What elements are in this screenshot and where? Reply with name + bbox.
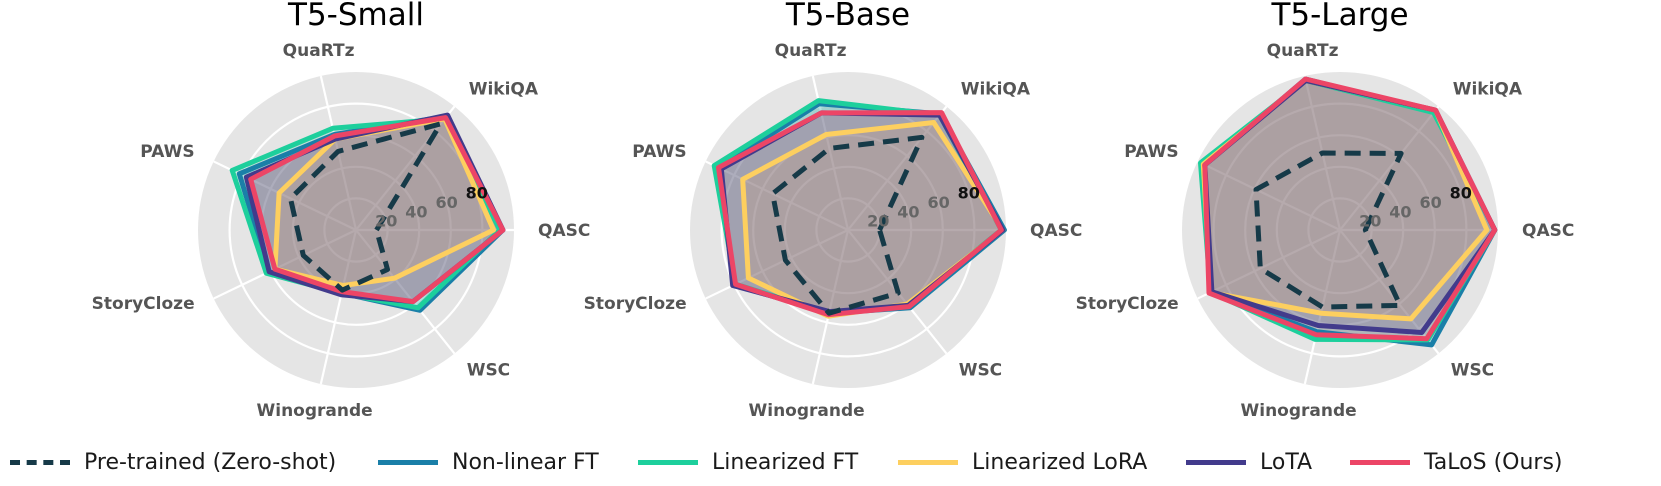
legend-label: LoTA	[1260, 449, 1313, 475]
axis-label-winogrande: Winogrande	[257, 401, 373, 421]
axis-label-qasc: QASC	[1030, 221, 1082, 241]
axis-label-storycloze: StoryCloze	[1076, 294, 1179, 314]
radar-spoke	[811, 229, 850, 385]
radar-spoke	[705, 229, 849, 300]
axis-label-paws: PAWS	[1124, 142, 1178, 162]
radar-spoke	[1339, 105, 1440, 231]
radar-spoke	[1197, 160, 1341, 231]
legend-swatch	[378, 459, 438, 465]
radar-spoke	[1197, 229, 1341, 300]
axis-label-wikiqa: WikiQA	[961, 80, 1031, 100]
legend-swatch	[1350, 459, 1410, 465]
axis-label-qasc: QASC	[538, 221, 590, 241]
series-line-talos-ours	[716, 110, 1004, 318]
series-line-talos-ours	[1202, 76, 1498, 342]
r-tick-label: 80	[466, 184, 488, 203]
r-tick-label: 60	[927, 193, 949, 212]
r-tick-label: 40	[897, 202, 919, 221]
r-tick-label: 20	[1359, 212, 1381, 231]
r-tick-label: 60	[435, 193, 457, 212]
radar-spoke	[1303, 229, 1342, 385]
axis-label-quartz: QuaRTz	[775, 41, 847, 61]
axis-label-winogrande: Winogrande	[749, 401, 865, 421]
radar-spoke	[213, 229, 357, 300]
r-tick-label: 80	[958, 184, 980, 203]
series-fill	[1204, 80, 1495, 333]
axis-label-wsc: WSC	[1451, 360, 1494, 380]
r-tick-label: 80	[1450, 184, 1472, 203]
legend-item: LoTA	[1186, 445, 1312, 479]
r-tick-label: 20	[867, 212, 889, 231]
series-line-pre-trained-zero-shot	[288, 121, 444, 293]
legend-item: TaLoS (Ours)	[1350, 445, 1563, 479]
series-fill	[274, 118, 494, 286]
r-tick-label: 60	[1419, 193, 1441, 212]
axis-label-winogrande: Winogrande	[1241, 401, 1357, 421]
legend-label: Linearized FT	[712, 449, 859, 475]
series-fill	[721, 112, 1003, 312]
legend-label: Non-linear FT	[452, 449, 599, 475]
radar-spoke	[847, 105, 948, 231]
legend-item: Linearized FT	[638, 445, 858, 479]
axis-label-paws: PAWS	[632, 142, 686, 162]
radar-spoke	[319, 229, 358, 385]
axis-label-storycloze: StoryCloze	[92, 294, 195, 314]
chart-title: T5-Small	[287, 0, 424, 33]
axis-label-paws: PAWS	[140, 142, 194, 162]
legend-label: Linearized LoRA	[972, 449, 1148, 475]
axis-label-quartz: QuaRTz	[1267, 41, 1339, 61]
axis-label-quartz: QuaRTz	[283, 41, 355, 61]
series-line-pre-trained-zero-shot	[770, 134, 925, 316]
axis-label-storycloze: StoryCloze	[584, 294, 687, 314]
series-line-talos-ours	[248, 115, 506, 305]
r-tick-label: 40	[405, 202, 427, 221]
series-line-pre-trained-zero-shot	[1253, 150, 1404, 310]
axis-label-qasc: QASC	[1522, 221, 1574, 241]
radar-spoke	[355, 229, 456, 355]
axis-label-wsc: WSC	[959, 360, 1002, 380]
chart-title: T5-Large	[1270, 0, 1408, 33]
legend-item: Non-linear FT	[378, 445, 599, 479]
axis-label-wikiqa: WikiQA	[469, 80, 539, 100]
legend-label: TaLoS (Ours)	[1424, 449, 1563, 475]
r-tick-label: 40	[1389, 202, 1411, 221]
legend-label: Pre-trained (Zero-shot)	[84, 449, 337, 475]
legend-item: Linearized LoRA	[898, 445, 1147, 479]
chart-title: T5-Base	[785, 0, 910, 33]
legend-swatch	[638, 459, 698, 465]
r-tick-label: 20	[375, 212, 397, 231]
series-fill	[1203, 80, 1487, 319]
axis-label-wsc: WSC	[467, 360, 510, 380]
radar-spoke	[705, 160, 849, 231]
axis-label-wikiqa: WikiQA	[1453, 80, 1523, 100]
series-fill	[742, 122, 1003, 317]
series-fill	[1204, 79, 1495, 339]
legend-swatch	[10, 459, 70, 465]
legend-swatch	[898, 459, 958, 465]
legend-item: Pre-trained (Zero-shot)	[10, 445, 336, 479]
legend: Pre-trained (Zero-shot) Non-linear FT Line…	[0, 445, 1661, 479]
legend-swatch	[1186, 459, 1246, 465]
